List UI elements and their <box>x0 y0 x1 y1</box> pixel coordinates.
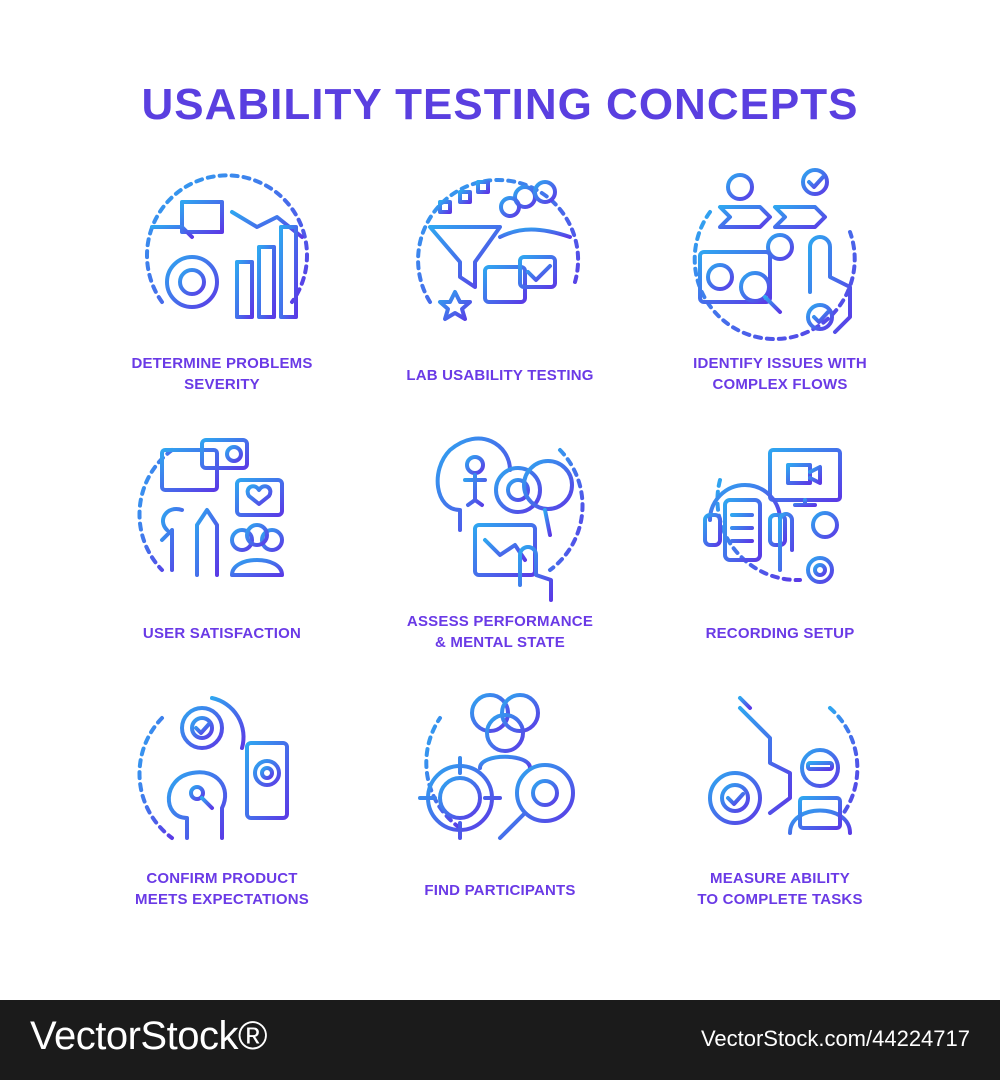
lab-funnel-people-icon <box>400 152 600 352</box>
product-expectations-icon <box>122 668 322 868</box>
caption-determine-problems-severity: DETERMINE PROBLEMS SEVERITY <box>131 355 313 393</box>
caption-assess-performance: ASSESS PERFORMANCE & MENTAL STATE <box>406 613 594 651</box>
caption-measure-ability: MEASURE ABILITY TO COMPLETE TASKS <box>697 870 863 908</box>
complete-tasks-icon <box>680 668 880 868</box>
page-title: USABILITY TESTING CONCEPTS <box>141 80 859 129</box>
caption-identify-issues-complex-flows: IDENTIFY ISSUES WITH COMPLEX FLOWS <box>693 355 867 393</box>
caption-find-participants: FIND PARTICIPANTS <box>424 882 576 899</box>
performance-mind-icon <box>400 410 600 610</box>
brand-logo: VectorStock® <box>30 1014 267 1058</box>
caption-recording-setup: RECORDING SETUP <box>705 625 855 642</box>
find-participants-icon <box>400 668 600 868</box>
caption-lab-usability-testing: LAB USABILITY TESTING <box>406 367 594 384</box>
recording-headphones-icon <box>680 410 880 610</box>
severity-chart-gear-icon <box>122 152 322 352</box>
image-credit: VectorStock.com/44224717 <box>700 1026 970 1051</box>
caption-user-satisfaction: USER SATISFACTION <box>142 625 302 642</box>
caption-confirm-product: CONFIRM PRODUCT MEETS EXPECTATIONS <box>135 870 309 908</box>
watermark-footer: VectorStock® VectorStock.com/44224717 <box>0 1000 1000 1080</box>
concept-grid: DETERMINE PROBLEMS SEVERITY LAB USABILIT… <box>122 152 880 908</box>
satisfaction-heart-icon <box>122 410 322 610</box>
complex-flow-click-icon <box>680 152 880 352</box>
